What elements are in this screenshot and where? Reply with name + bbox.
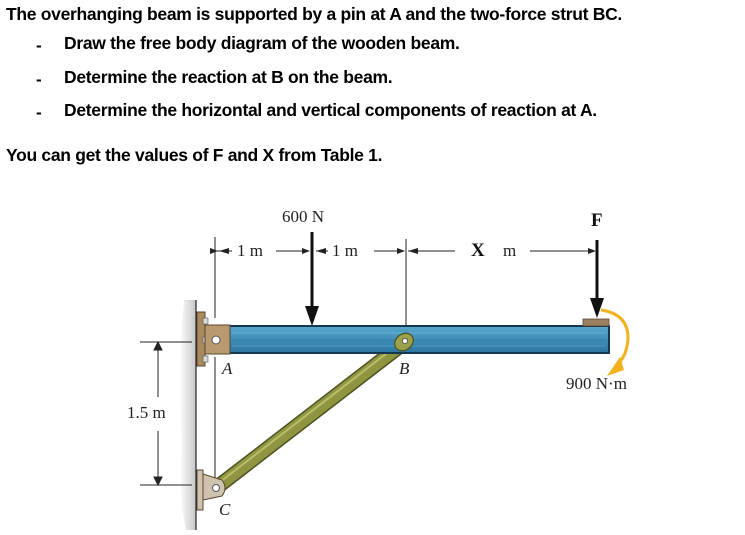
task-3: Determine the horizontal and vertical co… xyxy=(64,100,597,120)
pin-support-a xyxy=(196,311,231,367)
label-point-b: B xyxy=(399,359,410,378)
task-1: Draw the free body diagram of the wooden… xyxy=(64,33,460,53)
label-f: F xyxy=(591,210,603,231)
dim-arrowhead xyxy=(316,248,326,254)
label-dim-2: 1 m xyxy=(332,241,358,260)
problem-intro: The overhanging beam is supported by a p… xyxy=(6,4,622,24)
bullet-dash: - xyxy=(36,70,42,89)
label-moment: 900 N·m xyxy=(566,374,627,393)
load-600n-arrow xyxy=(305,232,319,326)
label-dim-x-unit: m xyxy=(503,241,517,260)
dim-arrowhead xyxy=(219,248,229,254)
table-note: You can get the values of F and X from T… xyxy=(6,145,383,165)
wall xyxy=(179,300,197,530)
label-point-a: A xyxy=(222,359,233,378)
moment-arrow xyxy=(600,308,630,376)
dim-arrowhead xyxy=(408,248,418,254)
bullet-dash: - xyxy=(36,36,42,55)
pin-b xyxy=(394,332,414,352)
label-dim-1: 1 m xyxy=(237,241,263,260)
load-f-arrow xyxy=(590,240,604,318)
task-2: Determine the reaction at B on the beam. xyxy=(64,67,393,87)
label-dim-x: X xyxy=(471,240,485,261)
label-height: 1.5 m xyxy=(127,403,166,422)
pin-support-c xyxy=(196,469,226,511)
wooden-beam xyxy=(227,325,610,354)
load-plate xyxy=(582,318,610,327)
label-600n: 600 N xyxy=(282,207,325,226)
bullet-dash: - xyxy=(36,103,42,122)
strut-bc xyxy=(208,335,412,496)
label-point-c: C xyxy=(219,500,231,519)
